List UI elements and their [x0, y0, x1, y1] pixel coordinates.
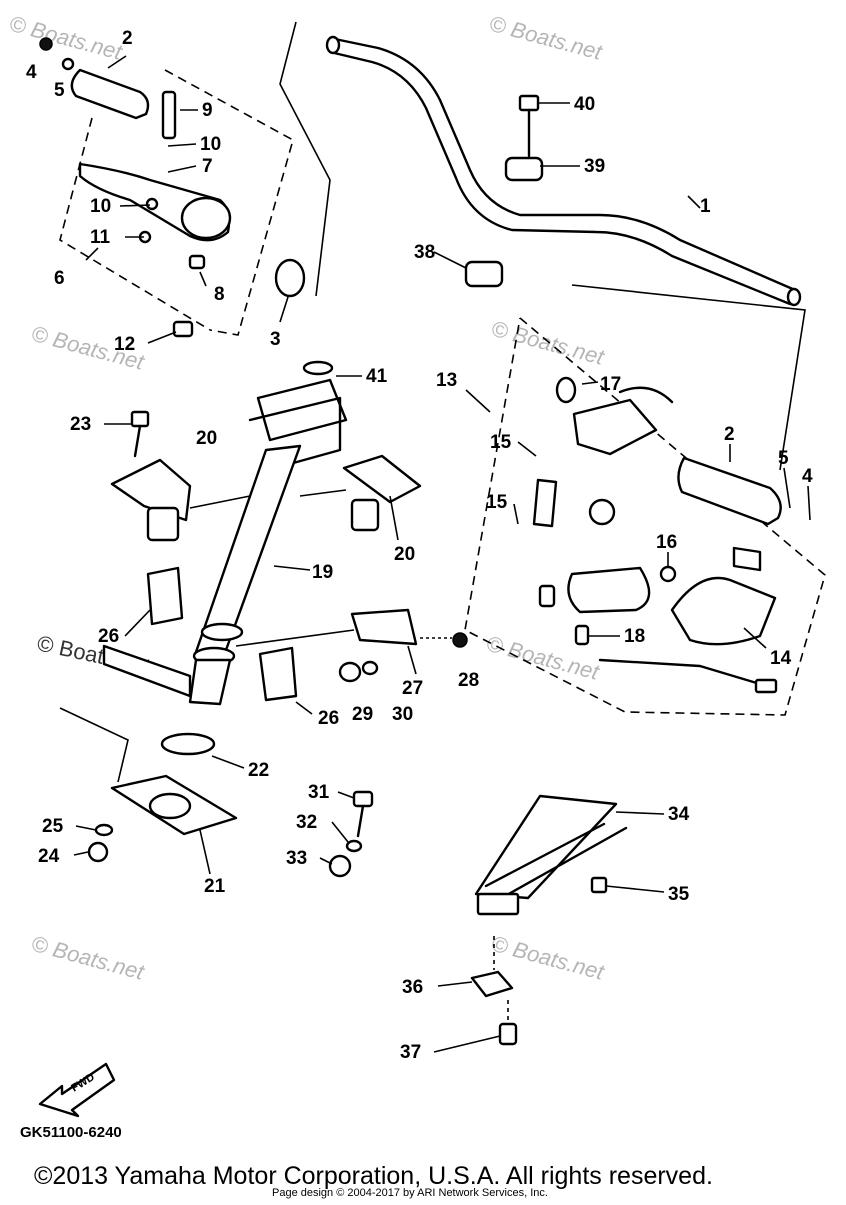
callout-8: 8 — [214, 284, 225, 305]
callout-11: 11 — [90, 227, 111, 248]
callout-13: 13 — [436, 370, 457, 391]
plate-21 — [110, 774, 238, 836]
page-design-credit: Page design © 2004-2017 by ARI Network S… — [272, 1187, 548, 1199]
callout-21: 21 — [204, 876, 226, 897]
callouts: 2 4 5 9 10 7 10 11 6 8 3 12 40 39 1 38 4… — [26, 28, 813, 1063]
fwd-arrow: FWD — [38, 1062, 116, 1118]
callout-24: 24 — [38, 846, 60, 867]
screw-35 — [590, 876, 608, 894]
guides-26 — [102, 566, 418, 702]
callout-39: 39 — [584, 156, 605, 177]
callout-2-right: 2 — [724, 424, 735, 445]
callout-9: 9 — [202, 100, 213, 121]
watermark-4: © Boats.net — [489, 316, 608, 370]
bolt-23 — [130, 410, 150, 458]
nut-24 — [87, 841, 109, 863]
screw-37 — [498, 1000, 518, 1046]
pad-34 — [474, 794, 628, 916]
switch-box-left-a — [164, 69, 294, 336]
callout-7: 7 — [202, 156, 213, 177]
washer-25 — [94, 823, 114, 837]
handlebar-holders — [464, 94, 544, 288]
fasteners-31-33 — [328, 790, 374, 878]
callout-31: 31 — [308, 782, 330, 803]
steering-column — [188, 360, 348, 706]
callout-29: 29 — [352, 704, 373, 725]
callout-3: 3 — [270, 329, 281, 350]
fasteners-28-30 — [338, 632, 468, 683]
callout-6: 6 — [54, 268, 65, 289]
copyright: ©2013 Yamaha Motor Corporation, U.S.A. A… — [34, 1162, 713, 1190]
hose-clamp-22 — [160, 732, 216, 756]
callout-37: 37 — [400, 1042, 421, 1063]
callout-19: 19 — [312, 562, 333, 583]
callout-26-left: 26 — [98, 626, 119, 647]
callout-15-bottom: 15 — [486, 492, 508, 513]
callout-2-left: 2 — [122, 28, 133, 49]
callout-22: 22 — [248, 760, 269, 781]
callout-4-left: 4 — [26, 62, 37, 83]
callout-14: 14 — [770, 648, 792, 669]
callout-16: 16 — [656, 532, 677, 553]
callout-35: 35 — [668, 884, 690, 905]
watermark-1: © Boats.net — [7, 11, 126, 65]
callout-40: 40 — [574, 94, 595, 115]
plate-outline — [59, 707, 129, 783]
callout-32: 32 — [296, 812, 317, 833]
callout-38: 38 — [414, 242, 435, 263]
callout-10-bottom: 10 — [90, 196, 111, 217]
switch-box-right — [464, 317, 826, 716]
brackets-20 — [110, 454, 422, 542]
callout-41: 41 — [366, 366, 388, 387]
callout-36: 36 — [402, 977, 423, 998]
watermark-6: © Boats.net — [29, 931, 148, 985]
callout-15-top: 15 — [490, 432, 512, 453]
outline-right — [571, 284, 806, 471]
right-grip-assembly — [532, 376, 782, 694]
leader-lines — [73, 55, 811, 1053]
left-grip-assembly — [39, 37, 306, 338]
callout-27: 27 — [402, 678, 423, 699]
callout-20-left: 20 — [196, 428, 217, 449]
callout-12: 12 — [114, 334, 135, 355]
callout-28: 28 — [458, 670, 479, 691]
callout-1: 1 — [700, 196, 711, 217]
callout-20-right: 20 — [394, 544, 415, 565]
callout-5-right: 5 — [778, 448, 789, 469]
callout-4-right: 4 — [802, 466, 813, 487]
callout-23: 23 — [70, 414, 91, 435]
callout-25: 25 — [42, 816, 64, 837]
callout-18: 18 — [624, 626, 645, 647]
callout-26-right: 26 — [318, 708, 339, 729]
callout-34: 34 — [668, 804, 690, 825]
switch-box-left-b — [59, 117, 211, 331]
watermark-7: © Boats.net — [489, 931, 608, 985]
callout-30: 30 — [392, 704, 413, 725]
clip-36 — [470, 936, 514, 998]
handlebar — [325, 35, 802, 307]
callout-33: 33 — [286, 848, 307, 869]
drawing-code: GK51100-6240 — [20, 1124, 122, 1141]
watermark-2: © Boats.net — [487, 11, 606, 65]
callout-17: 17 — [600, 374, 621, 395]
callout-10-top: 10 — [200, 134, 221, 155]
callout-5-left: 5 — [54, 80, 65, 101]
outline-left — [279, 21, 331, 297]
